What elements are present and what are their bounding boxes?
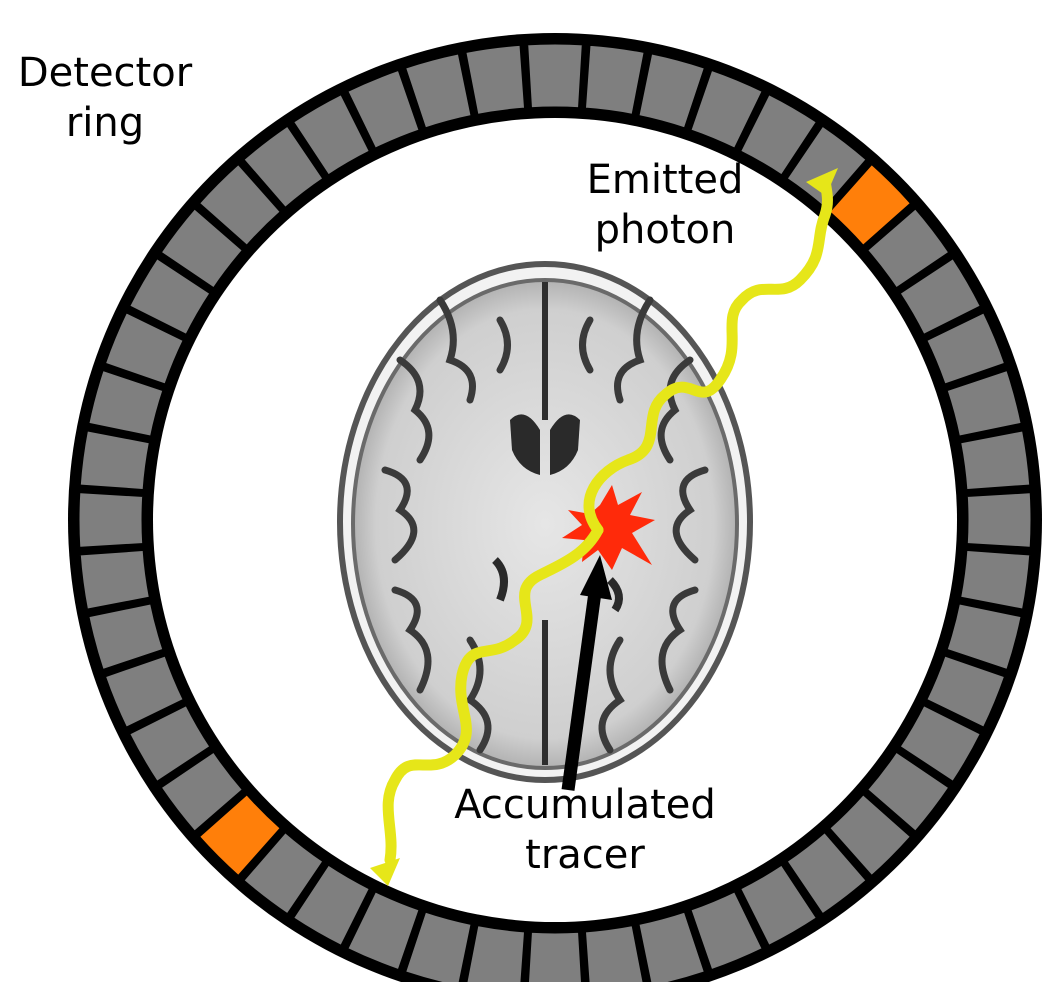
detector-segment [687,888,766,973]
detector-segment [126,702,214,785]
detector-ring-label: Detector ring [0,48,210,148]
accumulated-tracer-label-line1: Accumulated [454,782,716,828]
detector-segment [896,255,984,338]
detector-segment-active [196,791,284,879]
detector-segment [240,829,327,918]
detector-segment [783,829,870,918]
detector-ring-label-line2: ring [65,100,145,146]
detector-segment [102,309,187,388]
detector-segment [964,490,1034,550]
detector-segment [864,748,953,835]
detector-segment [344,888,423,973]
detector-segment [157,205,246,292]
accumulated-tracer-label-line2: tracer [525,832,645,878]
detector-segment [957,427,1033,493]
detector-segment [687,67,766,152]
emitted-photon-path [382,174,833,866]
detector-segment [525,929,585,982]
detector-segment [344,67,423,152]
detector-segment [290,861,373,949]
detector-segment [196,161,284,249]
detector-segment [402,50,474,131]
detector-segment [737,861,820,949]
detector-segment [923,309,1008,388]
detector-segment [464,922,528,982]
detector-segment [240,122,327,211]
detector-ring-label-line1: Detector [17,50,193,96]
detector-segment [157,748,246,835]
detector-segment [636,50,708,131]
photon-arrowhead-top [806,168,838,196]
detector-segment [77,547,153,613]
detector-segment [290,91,373,179]
accumulated-tracer-label: Accumulated tracer [420,780,750,880]
photon-arrowhead-bottom [370,858,400,886]
detector-segment [896,702,984,785]
detector-segment [76,490,146,550]
detector-segment [77,427,153,493]
brain-mri-image [337,261,753,783]
detector-segment [864,205,953,292]
detector-segment [944,601,1025,673]
emitted-photon-label: Emitted photon [560,155,770,255]
emitted-photon-label-line1: Emitted [586,157,744,203]
detector-segment [582,42,648,118]
detector-segment [525,41,585,111]
detector-segment [126,255,214,338]
emitted-photon-label-line2: photon [594,207,736,253]
detector-segment [737,91,820,179]
detector-segment [102,652,187,731]
detector-segment [462,42,528,118]
detector-segment [85,367,166,439]
detector-segment [957,547,1033,613]
detector-segment [636,909,708,982]
detector-segment [85,601,166,673]
detector-segment [923,652,1008,731]
tracer-pointer-arrow [561,555,612,791]
detector-segment-active [826,161,914,249]
detector-segment [944,367,1025,439]
detector-segment [582,922,646,982]
detector-segment [826,791,914,879]
detector-segment [402,909,474,982]
